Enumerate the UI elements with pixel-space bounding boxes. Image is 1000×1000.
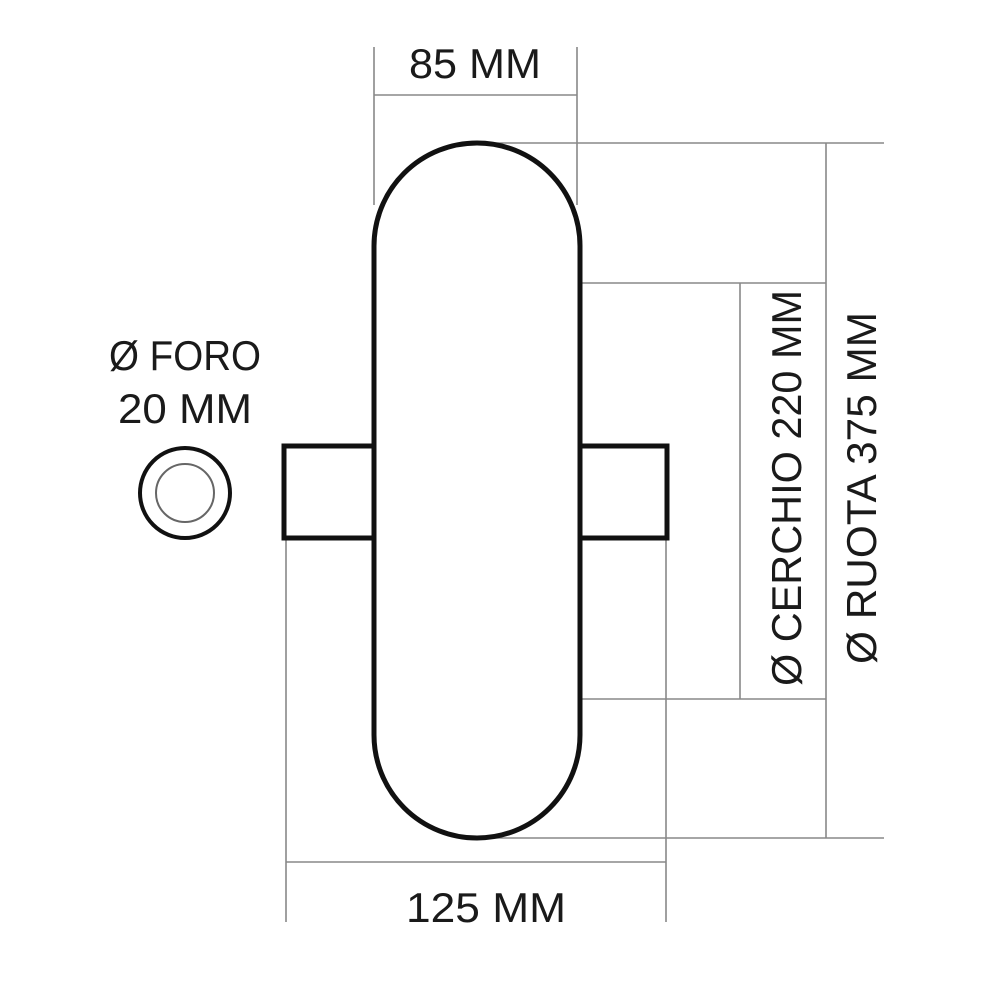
rim-diameter-label: Ø CERCHIO 220 MM bbox=[763, 290, 810, 686]
wheel-side-view bbox=[281, 140, 670, 841]
top-width-label: 85 MM bbox=[409, 40, 541, 87]
hole-diameter-label-line2: 20 MM bbox=[118, 385, 252, 432]
wheel-tire bbox=[371, 140, 583, 841]
bore-hole-icon bbox=[138, 446, 232, 540]
wheel-diameter-label: Ø RUOTA 375 MM bbox=[838, 312, 885, 664]
bore-inner-ring bbox=[155, 463, 215, 523]
hole-diameter-label-line1: Ø FORO bbox=[109, 332, 261, 379]
bottom-width-label: 125 MM bbox=[406, 884, 566, 931]
dimension-lines bbox=[285, 47, 884, 922]
